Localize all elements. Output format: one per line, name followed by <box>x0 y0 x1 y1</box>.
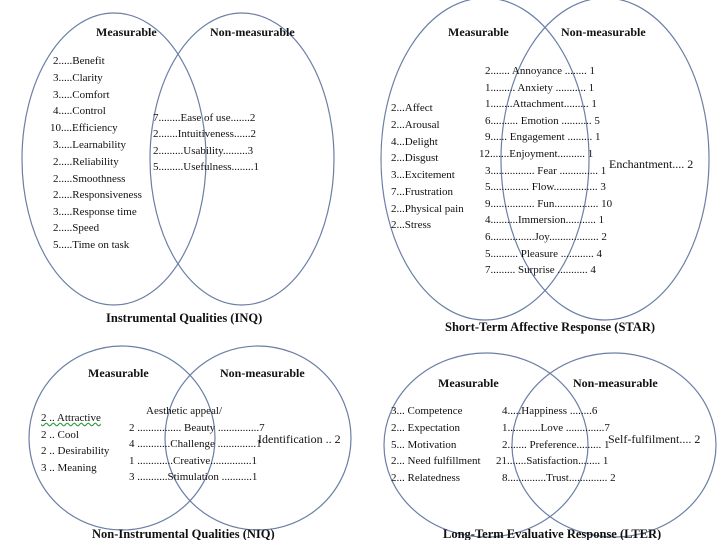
inq-nonmeasurable-ellipse <box>149 12 335 306</box>
star-overlap-item: 6................Joy.................. 2 <box>485 231 607 243</box>
star-measurable-item: 2...Physical pain <box>391 203 464 215</box>
star-overlap-item: 4..........Immersion........... 1 <box>485 214 605 226</box>
inq-caption: Instrumental Qualities (INQ) <box>106 311 263 325</box>
star-nonmeasurable-ellipse <box>500 0 710 321</box>
lter-overlap-item: 4.....Happiness ........6 <box>502 405 598 417</box>
inq-measurable-item: 2.....Smoothness <box>53 173 126 185</box>
niq-nonmeasurable-item: Identification .. 2 <box>258 432 341 446</box>
lter-caption: Long-Term Evaluative Response (LTER) <box>443 527 662 540</box>
inq-measurable-item: 2.....Reliability <box>53 156 119 168</box>
lter-measurable-item: 2... Expectation <box>391 422 461 434</box>
niq-header-nonmeasurable: Non-measurable <box>220 366 305 380</box>
niq-overlap-item: 1 .............Creative...............1 <box>129 455 258 467</box>
lter-measurable-item: 2... Relatedness <box>391 472 461 484</box>
star-measurable-item: 2...Arousal <box>391 119 440 131</box>
star-overlap-item: 9...... Engagement ......... 1 <box>485 131 601 143</box>
inq-measurable-item: 2.....Benefit <box>53 55 105 67</box>
star-measurable-item: 2...Disgust <box>391 152 439 164</box>
star-overlap-item: 12.......Enjoyment.......... 1 <box>479 148 594 160</box>
inq-measurable-item: 5.....Time on task <box>53 239 130 251</box>
star-nonmeasurable-item: Enchantment.... 2 <box>609 157 694 171</box>
lter-measurable-ellipse <box>383 352 589 538</box>
star-caption: Short-Term Affective Response (STAR) <box>445 320 656 334</box>
niq-measurable-item: 2 .. Cool <box>41 429 79 441</box>
inq-overlap-item: 2.........Usability.........3 <box>153 145 254 157</box>
inq-measurable-item: 3.....Learnability <box>53 139 127 151</box>
lter-header-nonmeasurable: Non-measurable <box>573 376 658 390</box>
inq-measurable-item: 3.....Comfort <box>53 89 110 101</box>
lter-overlap-item: 1............Love ..............7 <box>502 422 610 434</box>
star-overlap-item: 6.......... Emotion ........... 5 <box>485 115 600 127</box>
niq-overlap-item: 2 ................ Beauty ..............… <box>129 422 265 434</box>
inq-measurable-item: 2.....Speed <box>53 222 100 234</box>
niq-nonmeasurable-ellipse <box>164 345 352 531</box>
niq-measurable-ellipse <box>28 345 216 531</box>
lter-overlap-item: 21.......Satisfaction........ 1 <box>496 455 609 467</box>
lter-nonmeasurable-ellipse <box>511 352 717 538</box>
niq-caption: Non-Instrumental Qualities (NIQ) <box>92 527 275 540</box>
star-overlap-item: 9................ Fun................ 10 <box>485 198 613 210</box>
niq-overlap-item: Aesthetic appeal/ <box>146 405 223 417</box>
star-overlap-item: 3................ Fear .............. 1 <box>485 165 607 177</box>
star-measurable-item: 4...Delight <box>391 136 438 148</box>
niq-overlap-item: 4 ............Challenge ..............1 <box>129 438 262 450</box>
lter-measurable-item: 3... Competence <box>391 405 463 417</box>
inq-measurable-ellipse <box>21 12 207 306</box>
star-measurable-ellipse <box>380 0 590 321</box>
niq-measurable-item: 3 .. Meaning <box>41 462 97 474</box>
star-overlap-item: 1......... Anxiety ........... 1 <box>485 82 595 94</box>
lter-nonmeasurable-item: Self-fulfilment.... 2 <box>608 432 701 446</box>
star-overlap-item: 2....... Annoyance ........ 1 <box>485 65 595 77</box>
inq-header-nonmeasurable: Non-measurable <box>210 25 295 39</box>
star-measurable-item: 3...Excitement <box>391 169 455 181</box>
lter-measurable-item: 2... Need fulfillment <box>391 455 481 467</box>
star-header-nonmeasurable: Non-measurable <box>561 25 646 39</box>
star-overlap-item: 7......... Surprise ........... 4 <box>485 264 596 276</box>
star-overlap-item: 1........Attachment......... 1 <box>485 98 597 110</box>
niq-measurable-item: 2 .. Desirability <box>41 445 110 457</box>
lter-overlap-item: 2....... Preference......... 1 <box>502 439 610 451</box>
lter-overlap-item: 8..............Trust.............. 2 <box>502 472 616 484</box>
inq-measurable-item: 10....Efficiency <box>50 122 118 134</box>
star-measurable-item: 7...Frustration <box>391 186 454 198</box>
inq-measurable-item: 4.....Control <box>53 105 106 117</box>
inq-overlap-item: 2.......Intuitiveness......2 <box>153 128 256 140</box>
star-measurable-item: 2...Stress <box>391 219 432 231</box>
lter-header-measurable: Measurable <box>438 376 499 390</box>
star-overlap-item: 5.............. Flow................ 3 <box>485 181 606 193</box>
inq-measurable-item: 2.....Responsiveness <box>53 189 142 201</box>
star-header-measurable: Measurable <box>448 25 509 39</box>
star-overlap-item: 5.......... Pleasure ............ 4 <box>485 248 603 260</box>
lter-measurable-item: 5... Motivation <box>391 439 457 451</box>
inq-measurable-item: 3.....Response time <box>53 206 137 218</box>
inq-header-measurable: Measurable <box>96 25 157 39</box>
inq-measurable-item: 3.....Clarity <box>53 72 103 84</box>
niq-header-measurable: Measurable <box>88 366 149 380</box>
inq-overlap-item: 5.........Usefulness........1 <box>153 161 260 173</box>
star-measurable-item: 2...Affect <box>391 102 433 114</box>
inq-overlap-item: 7........Ease of use.......2 <box>153 112 256 124</box>
niq-measurable-item: 2 .. Attractive <box>41 412 101 424</box>
niq-overlap-item: 3 ...........Stimulation ...........1 <box>129 471 258 483</box>
